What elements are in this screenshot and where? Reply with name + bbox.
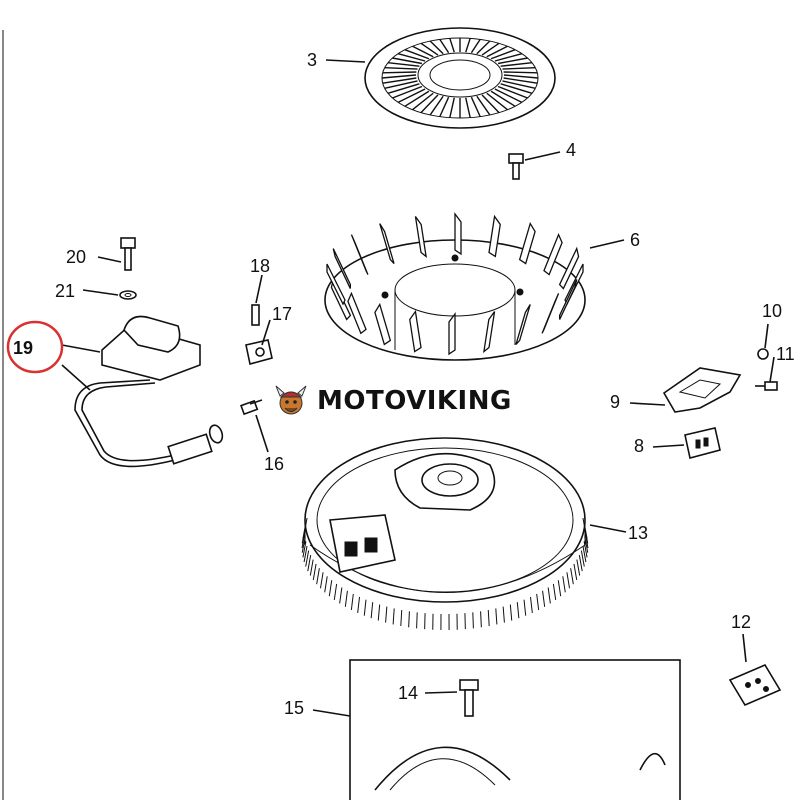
- part-19-ignition-coil: [74, 315, 224, 468]
- part-8-connector: [684, 427, 721, 459]
- label-21: 21: [55, 281, 75, 301]
- part-15-inset-box: [349, 659, 681, 800]
- leader-lines: [61, 59, 775, 717]
- label-14: 14: [398, 683, 418, 703]
- part-6-fan: [324, 212, 586, 361]
- label-16: 16: [264, 454, 284, 474]
- part-11-screw: [755, 381, 778, 391]
- label-4: 4: [566, 140, 576, 160]
- part-14-bolt: [459, 679, 479, 717]
- viking-mascot-icon: [275, 385, 307, 415]
- label-20: 20: [66, 247, 86, 267]
- label-15: 15: [284, 698, 304, 718]
- watermark-text: MOTOVIKING: [317, 386, 512, 416]
- label-10: 10: [762, 301, 782, 321]
- label-8: 8: [634, 436, 644, 456]
- part-10-nut: [757, 348, 769, 360]
- part-21-washer: [119, 290, 137, 300]
- label-6: 6: [630, 230, 640, 250]
- part-18-screw: [251, 304, 260, 326]
- part-9-regulator: [662, 367, 742, 413]
- label-3: 3: [307, 50, 317, 70]
- label-9: 9: [610, 392, 620, 412]
- part-4-bolt: [508, 153, 524, 180]
- part-13-flywheel: [301, 437, 589, 630]
- watermark-banner: MOTOVIKING: [265, 378, 537, 424]
- label-17: 17: [272, 304, 292, 324]
- highlight-circle: [6, 320, 64, 374]
- label-12: 12: [731, 612, 751, 632]
- label-18: 18: [250, 256, 270, 276]
- part-17-clip: [245, 339, 273, 365]
- part-3-stator-disk: [364, 27, 556, 129]
- part-16-pin: [240, 399, 263, 416]
- label-13: 13: [628, 523, 648, 543]
- part-12-plug: [728, 663, 782, 707]
- part-20-bolt: [120, 237, 136, 271]
- label-11: 11: [776, 344, 795, 364]
- label-19: 19: [13, 338, 33, 358]
